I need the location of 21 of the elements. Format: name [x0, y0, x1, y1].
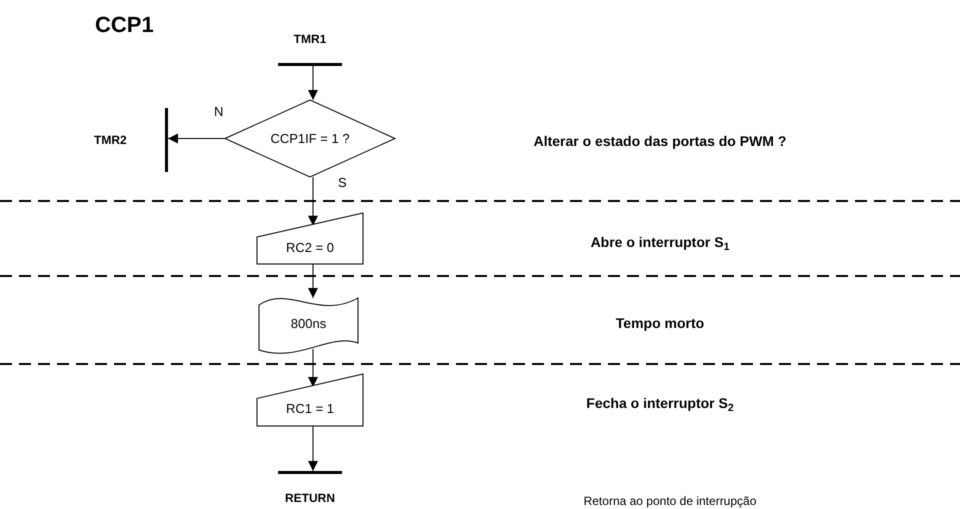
annotation-text: Tempo morto — [614, 314, 706, 333]
arrow — [308, 426, 318, 472]
annotation-text: Alterar o estado das portas do PWM ? — [532, 132, 788, 151]
diagram-title: CCP1 — [95, 11, 154, 39]
annotation-text: Fecha o interruptor S$_{2}$ — [585, 394, 735, 414]
node-text: RETURN — [285, 490, 335, 507]
annotation-text: Abre o interruptor S$_{1}$ — [590, 233, 730, 253]
node-text: CCP1IF = 1 ? — [270, 130, 350, 146]
arrow — [168, 134, 226, 144]
node-text: RC2 = 0 — [286, 240, 334, 254]
node-text: 800ns — [290, 316, 326, 331]
node-text: RC1 = 1 — [286, 401, 334, 416]
arrow — [308, 66, 318, 100]
arrow — [308, 176, 318, 226]
arrow — [308, 348, 318, 388]
edge-label: S — [336, 176, 349, 189]
node-text: TMR1 — [294, 31, 326, 48]
arrow — [308, 264, 318, 298]
edge-label: N — [212, 105, 226, 118]
node-text: TMR2 — [94, 132, 127, 149]
annotation-text: Retorna ao ponto de interrupção — [582, 493, 758, 509]
